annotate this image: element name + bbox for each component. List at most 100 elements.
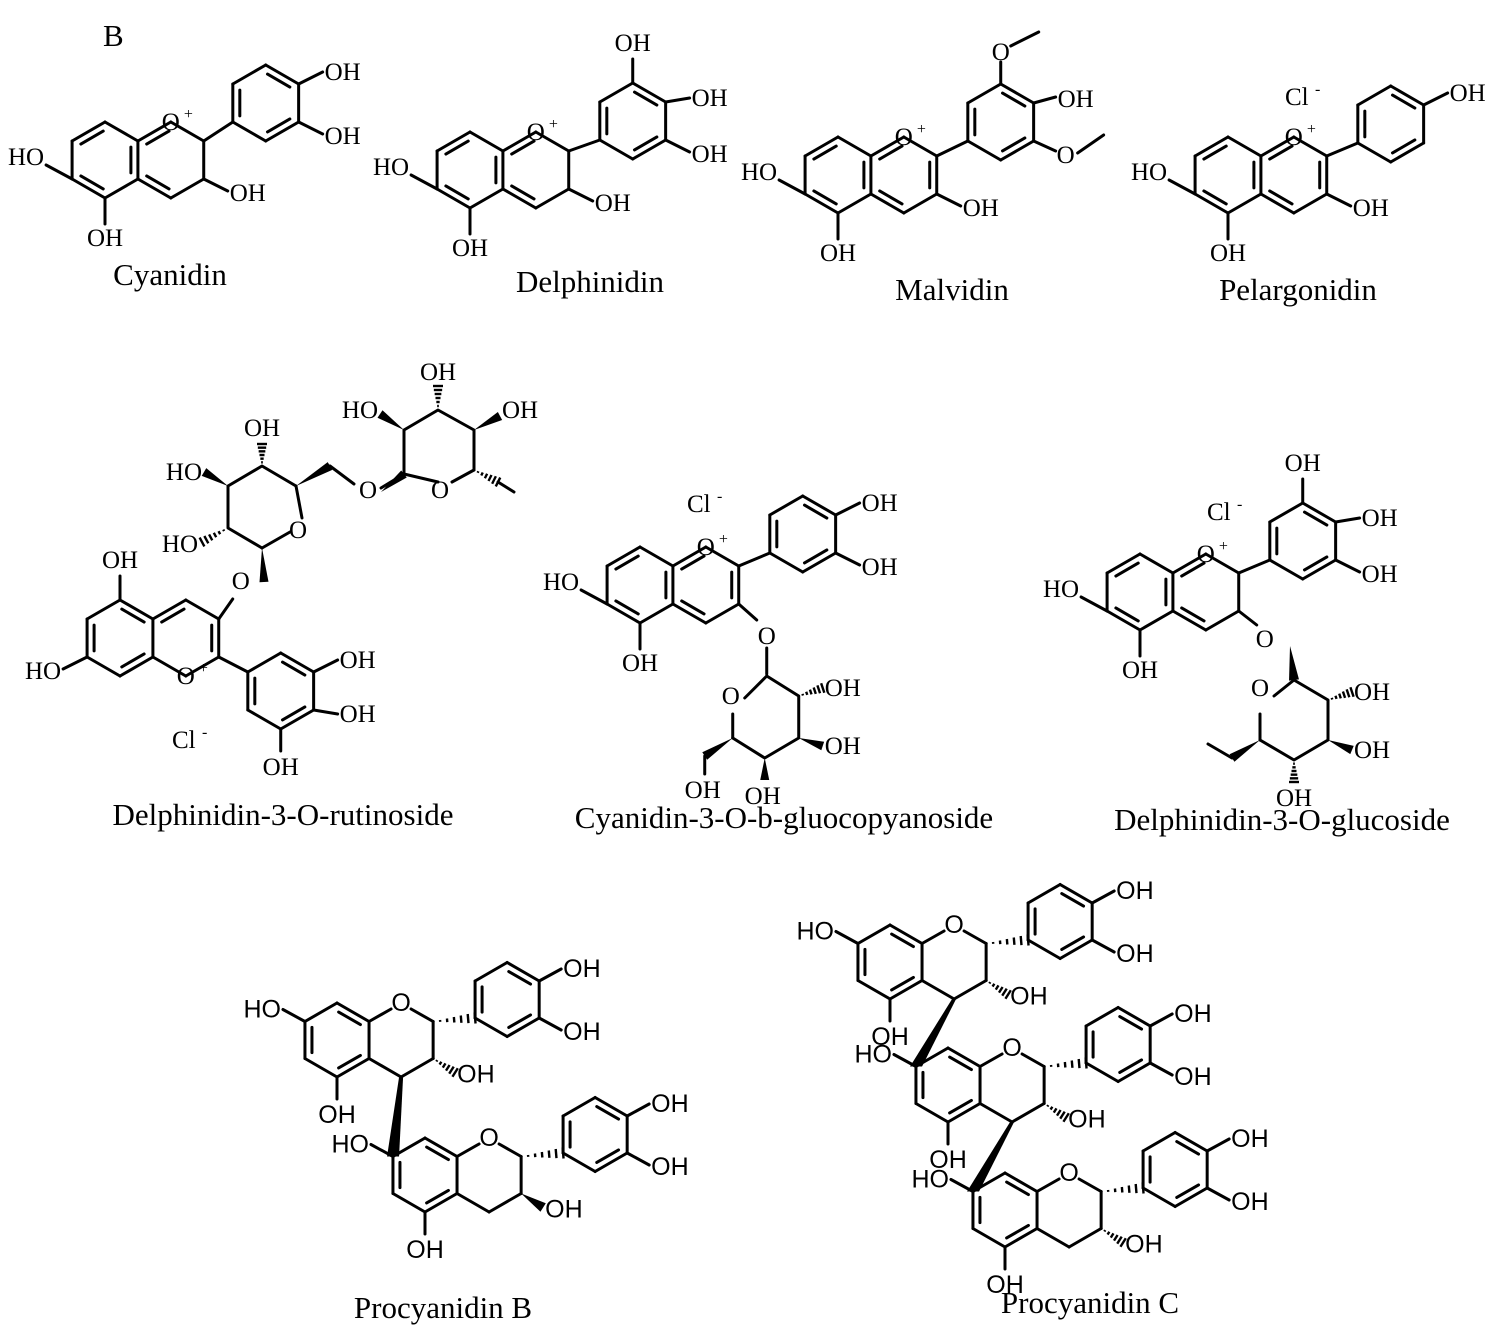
hash-bond xyxy=(212,532,218,538)
hash-bond xyxy=(1062,1112,1070,1123)
hash-bond xyxy=(1330,697,1334,700)
bond-line xyxy=(118,655,155,678)
bond-line xyxy=(1148,1012,1174,1028)
bond-line xyxy=(1422,91,1450,107)
double-bond-line xyxy=(1390,93,1417,110)
double-bond-line xyxy=(145,174,171,191)
bond-line xyxy=(202,177,230,193)
hash-bond xyxy=(1012,937,1016,945)
compound-name-procyanidin-b: Procyanidin B xyxy=(354,1290,532,1325)
hash-bond xyxy=(438,1061,443,1066)
double-bond-line xyxy=(948,1098,973,1115)
bond-line xyxy=(1076,133,1106,155)
double-bond-line xyxy=(1202,144,1228,161)
oxygen-label: O xyxy=(722,683,740,710)
bond-line xyxy=(217,597,235,621)
hash-bond xyxy=(1134,1183,1138,1194)
hydroxyl-label: OH xyxy=(452,235,488,262)
hydroxyl-label: OH xyxy=(1068,1106,1106,1134)
hash-bond xyxy=(217,530,222,535)
bond-line xyxy=(856,923,892,945)
hash-bond xyxy=(1049,1106,1054,1111)
interflavan-wedge xyxy=(910,999,957,1067)
bond-line xyxy=(184,598,221,621)
oxygen-label: O xyxy=(1057,142,1075,169)
double-bond-line xyxy=(280,705,307,722)
double-bond-line xyxy=(1202,189,1228,206)
hash-bond xyxy=(203,535,210,544)
bond-line xyxy=(593,1096,629,1118)
oxonium-label: O xyxy=(177,663,195,690)
double-bond-line xyxy=(510,184,536,201)
bond-line xyxy=(567,187,595,203)
hash-bond xyxy=(483,473,489,479)
compound-name-cyanidin: Cyanidin xyxy=(113,257,227,292)
charge-plus: + xyxy=(199,660,208,677)
oxygen-label: O xyxy=(431,477,449,504)
bond-line xyxy=(777,178,807,196)
bond-line xyxy=(423,1136,459,1158)
hydroxyl-label: OH xyxy=(1116,877,1154,905)
double-bond-line xyxy=(265,117,292,134)
hydroxyl-label: OH xyxy=(862,490,898,517)
double-bond-line xyxy=(79,174,105,191)
hydroxyl-label: OH xyxy=(1058,86,1094,113)
bond-line xyxy=(561,1096,597,1118)
bond-line xyxy=(704,545,741,568)
wedge-bond xyxy=(259,548,269,583)
bond-line xyxy=(534,130,571,153)
double-bond-line xyxy=(595,1105,621,1121)
hydroxyl-label: OH xyxy=(102,547,138,574)
oxonium-label: O xyxy=(895,124,913,151)
hydroxyl-label: OH xyxy=(692,141,728,168)
charge-plus: + xyxy=(1307,121,1316,138)
bond-line xyxy=(1138,552,1175,575)
bond-line xyxy=(136,177,173,200)
bond-line xyxy=(335,1001,371,1023)
bond-line xyxy=(391,1192,427,1214)
hash-bond xyxy=(491,475,497,485)
bond-line xyxy=(1079,595,1109,613)
hydroxyl-label: OH xyxy=(1362,505,1398,532)
hash-bond xyxy=(554,1148,558,1159)
bond-line xyxy=(312,708,340,716)
hash-bond xyxy=(444,1064,451,1072)
double-bond-line xyxy=(1180,561,1206,578)
hydroxyl-label: OH xyxy=(862,554,898,581)
hydroxyl-label: OH xyxy=(651,1090,689,1118)
hash-bond xyxy=(988,981,992,985)
bond-line xyxy=(952,979,988,1001)
bond-line xyxy=(1171,609,1208,632)
oxygen-label: O xyxy=(1002,1034,1021,1062)
oxygen-label: O xyxy=(391,989,410,1017)
bond-line xyxy=(231,63,268,86)
hash-bond xyxy=(1055,1109,1062,1117)
hash-bond xyxy=(222,529,226,532)
hydroxyl-label: OH xyxy=(1353,195,1389,222)
bond-line xyxy=(962,929,988,945)
bond-line xyxy=(70,177,107,200)
bond-line xyxy=(888,979,924,1001)
interflavan-wedge xyxy=(967,1122,1015,1192)
hydroxyl-label: OH xyxy=(692,85,728,112)
bond-line xyxy=(1292,135,1329,158)
bond-line xyxy=(598,138,635,161)
double-bond-line xyxy=(510,139,536,156)
double-bond-line xyxy=(812,144,838,161)
bond-line xyxy=(264,120,301,143)
hydroxyl-label: OH xyxy=(1210,240,1246,267)
double-bond-line xyxy=(444,184,470,201)
hash-bond xyxy=(1119,1237,1127,1248)
bond-line xyxy=(704,602,741,625)
bond-line xyxy=(1259,135,1296,158)
bond-line xyxy=(279,651,316,674)
double-bond-line xyxy=(160,607,186,624)
bond-line xyxy=(971,1227,1007,1249)
oxygen-label: O xyxy=(758,623,776,650)
compound-name-delphinidin: Delphinidin xyxy=(516,264,665,299)
bond-line xyxy=(1325,192,1353,208)
bond-line xyxy=(1138,609,1175,632)
double-bond-line xyxy=(1268,189,1294,206)
bond-line xyxy=(1084,1006,1120,1028)
wedge-bond xyxy=(702,738,733,760)
